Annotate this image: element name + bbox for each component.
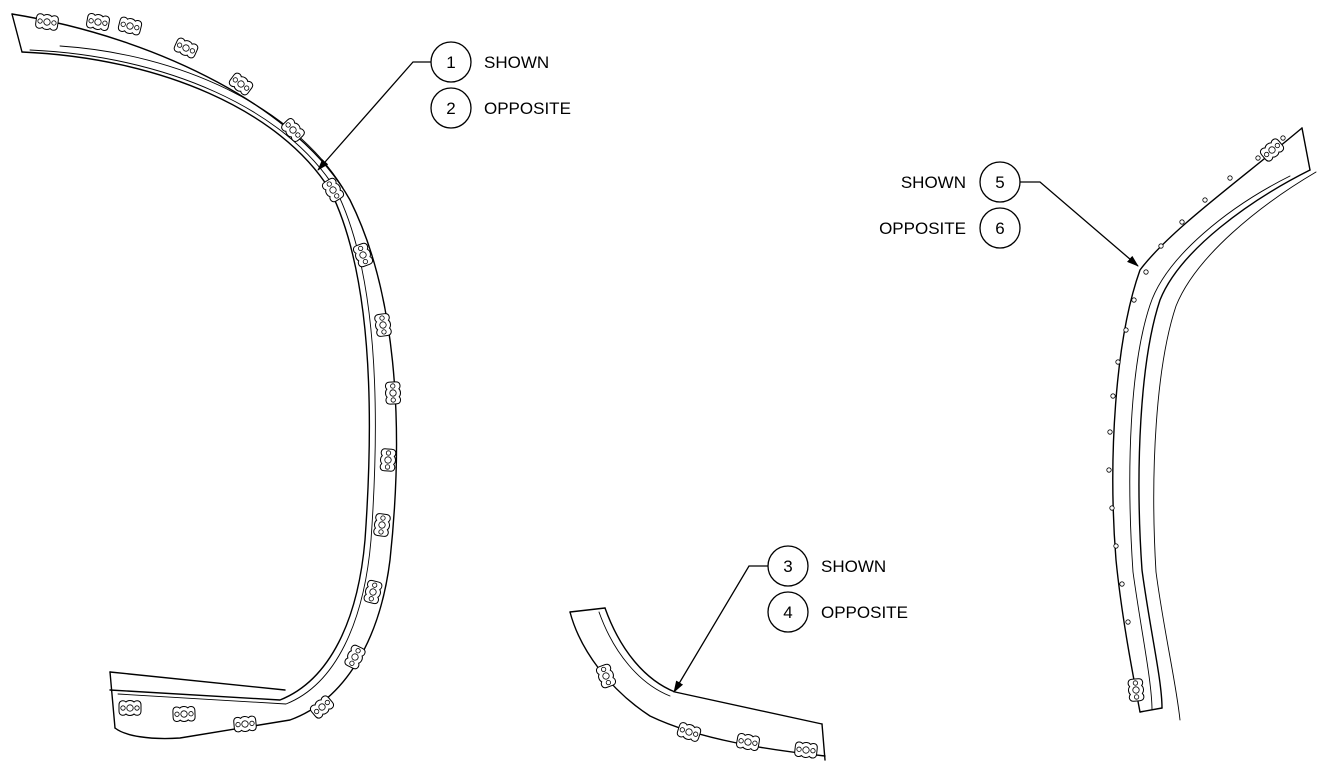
right-frame-segment (1106, 127, 1317, 721)
callout-1: 1 SHOWN (317, 41, 549, 171)
callout-number: 2 (446, 99, 455, 118)
callout-number: 5 (995, 173, 1004, 192)
callout-number: 6 (995, 219, 1004, 238)
callout-text: OPPOSITE (484, 99, 571, 118)
small-frame-segment (569, 607, 826, 761)
callout-number: 1 (446, 53, 455, 72)
callout-text: OPPOSITE (879, 219, 966, 238)
nutplate-icon (1127, 136, 1286, 703)
fastener-holes (1106, 135, 1286, 625)
callout-6: 6 OPPOSITE (879, 207, 1021, 249)
callout-3: 3 SHOWN (673, 545, 886, 693)
large-frame-segment (11, 12, 402, 740)
callout-text: SHOWN (484, 53, 549, 72)
callout-2: 2 OPPOSITE (430, 87, 571, 129)
callout-number: 3 (783, 557, 792, 576)
nutplate-icon (594, 662, 819, 760)
callout-4: 4 OPPOSITE (767, 591, 908, 633)
callout-text: SHOWN (821, 557, 886, 576)
callout-text: OPPOSITE (821, 603, 908, 622)
callout-number: 4 (783, 603, 792, 622)
callout-5: 5 SHOWN (901, 161, 1139, 267)
callout-text: SHOWN (901, 173, 966, 192)
